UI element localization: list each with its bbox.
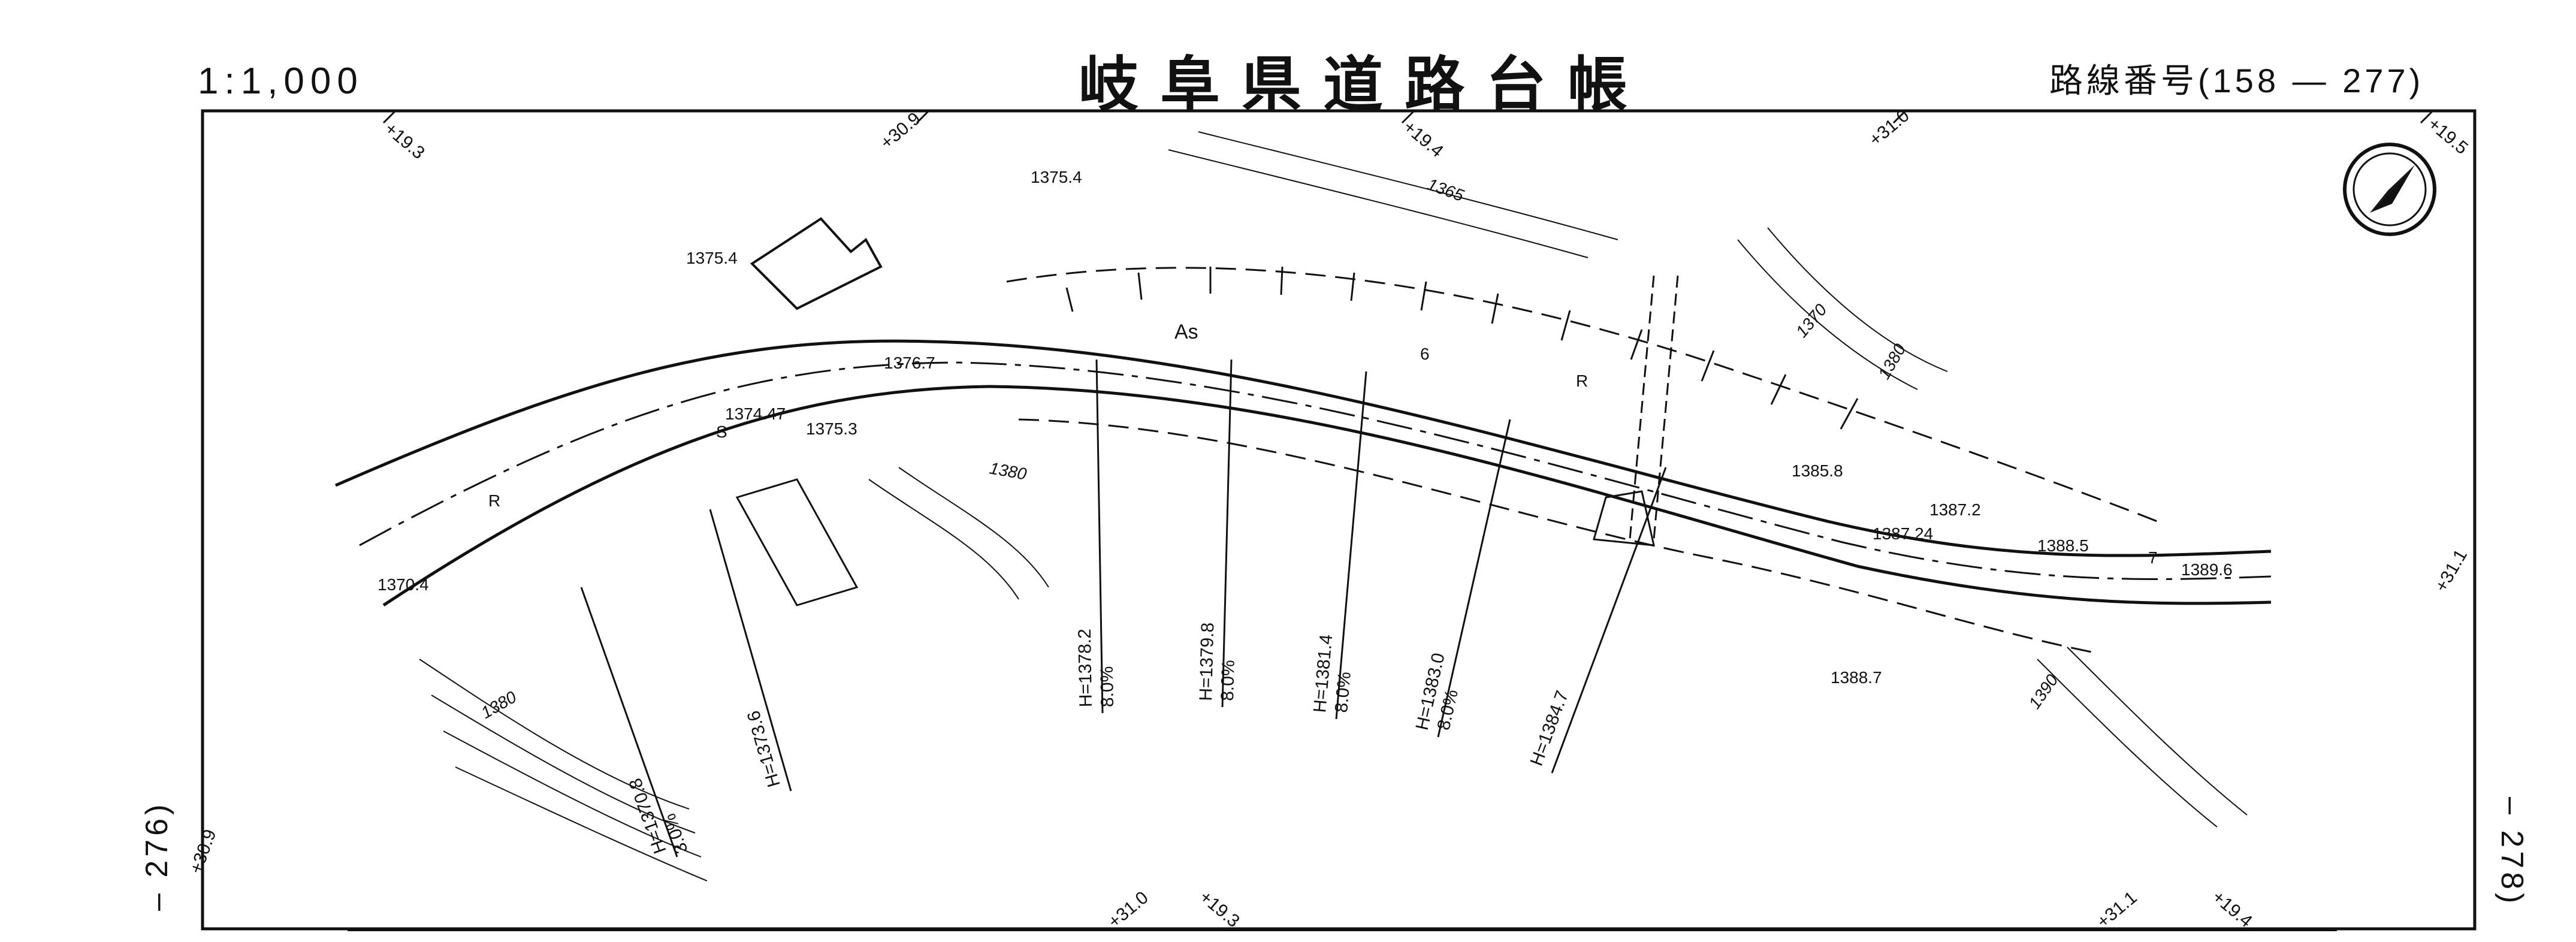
building: [750, 217, 883, 310]
contour-label: 1390: [2025, 671, 2062, 712]
road-label-6: 6: [1420, 345, 1430, 363]
contour-lines: [419, 131, 2248, 881]
route-number: 路線番号(158 ― 277): [2049, 62, 2424, 99]
station-bottom-4: +19.4: [2209, 887, 2256, 931]
road-edge-north: [335, 339, 2272, 557]
spot-height: 1375.3: [806, 419, 857, 438]
road-centerline: [359, 361, 2272, 580]
page-title: 岐阜県道路台帳: [1079, 52, 1649, 119]
grade-elevation: H=1384.7: [1527, 688, 1573, 768]
grade-percent: 8.0%: [1218, 660, 1239, 701]
station-ticks-top: [382, 110, 2434, 124]
road-label-7: 7: [2148, 548, 2158, 567]
contour-label: 1380: [478, 687, 520, 722]
station-right: +31.1: [2431, 546, 2471, 595]
grade-elevation: H=1370.8: [626, 775, 671, 856]
grade-line: [1551, 467, 1667, 774]
slope-hatch-upper: [1065, 266, 1859, 430]
grade-percent: 8.0%: [1097, 666, 1118, 708]
station-top-5: +19.5: [2424, 114, 2472, 158]
spot-height: 1374.47: [725, 404, 786, 423]
station-top-2: +30.9: [877, 108, 924, 153]
grade-percent: 8.0%: [1331, 671, 1355, 714]
grade-elevation: H=1378.2: [1075, 629, 1096, 707]
spot-heights: 1375.4 1375.4 1376.7 1374.47 1375.3 1370…: [378, 168, 2233, 687]
grade-line: [1437, 419, 1511, 738]
contour-label: 1370: [1792, 300, 1831, 341]
grade-line: [1335, 371, 1367, 720]
spot-height: 1387.24: [1873, 524, 1933, 543]
culvert-structure: [735, 275, 1679, 606]
spot-height: 1375.4: [686, 249, 738, 267]
surface-label: As: [1174, 321, 1198, 343]
contour-label: 1365: [1425, 175, 1467, 206]
station-bottom-1: +31.0: [1104, 887, 1152, 932]
upper-slope-crest: [1006, 267, 2158, 523]
spot-height: 1370.4: [378, 575, 429, 594]
station-left: +30.9: [186, 827, 221, 877]
contour-label: 1380: [1874, 340, 1909, 382]
road-label-r: R: [1576, 372, 1588, 390]
lower-slope-toe: [1018, 418, 2098, 654]
spot-height: 1375.4: [1031, 168, 1082, 186]
scale-label: 1:1,000: [198, 61, 364, 102]
grade-line: [709, 509, 792, 792]
station-top-1: +19.3: [381, 119, 428, 163]
station-bottom-3: +31.1: [2093, 887, 2140, 932]
spot-height: 1389.6: [2181, 560, 2233, 579]
station-bottom-2: +19.3: [1196, 887, 1243, 931]
road-label-r: R: [488, 491, 500, 510]
north-arrow-icon: [2343, 143, 2436, 236]
spot-height: 1388.7: [1831, 668, 1882, 687]
spot-height: 1387.2: [1929, 500, 1981, 519]
map-frame: [201, 109, 2477, 931]
grade-line: [1095, 359, 1104, 714]
grade-elevation: H=1379.8: [1196, 622, 1218, 701]
spot-height: 1376.7: [884, 354, 935, 372]
spot-height: 1385.8: [1792, 461, 1843, 480]
station-top-3: +19.4: [1400, 117, 1447, 161]
grade-line: [1221, 359, 1233, 708]
spot-height: 1388.5: [2037, 536, 2089, 555]
contour-label: 1380: [988, 458, 1028, 483]
road-edge-south: [382, 385, 2272, 607]
road-label-s: S: [716, 422, 727, 441]
grade-line: [580, 587, 678, 858]
